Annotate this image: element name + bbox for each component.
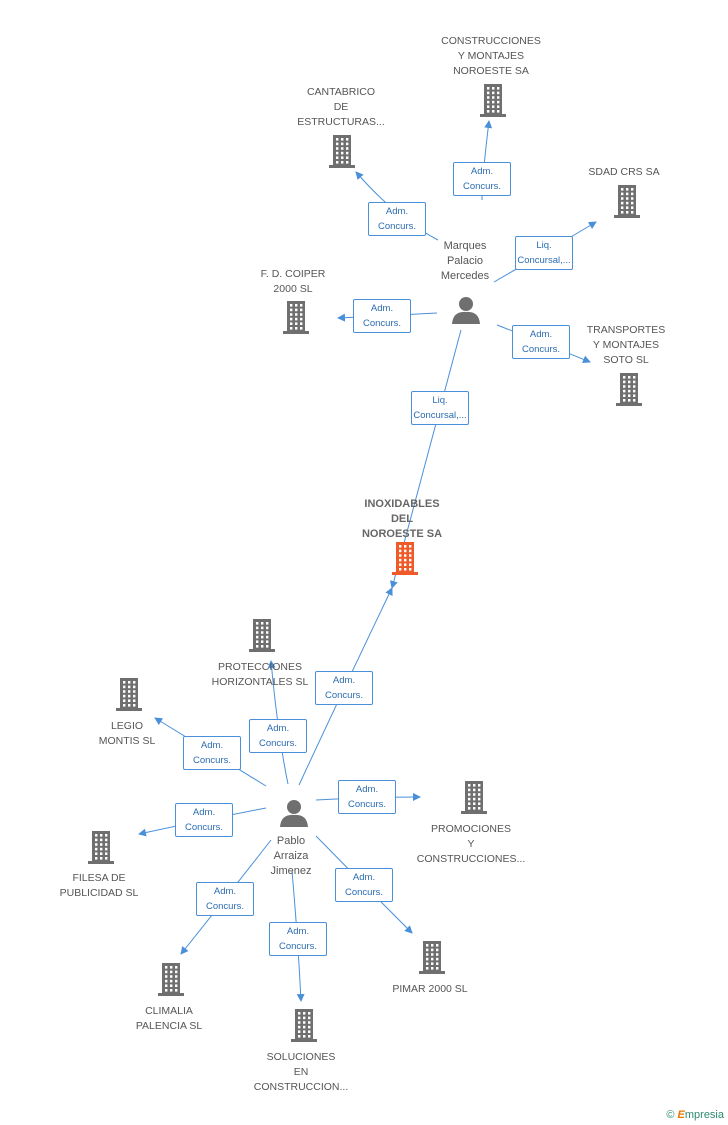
edge-label-marques-fd[interactable]: Adm. Concurs.	[353, 299, 411, 333]
node-label-filesa[interactable]: FILESA DE PUBLICIDAD SL	[59, 872, 139, 899]
edge-label-marques-cant[interactable]: Adm. Concurs.	[368, 202, 426, 236]
copyright-symbol: ©	[666, 1109, 675, 1121]
building-icon-promo[interactable]	[461, 781, 487, 814]
node-label-fd[interactable]: F. D. COIPER 2000 SL	[260, 268, 326, 295]
node-label-marques[interactable]: Marques Palacio Mercedes	[440, 240, 490, 282]
node-label-promo[interactable]: PROMOCIONES Y CONSTRUCCIONES...	[416, 823, 526, 865]
node-label-pablo[interactable]: Pablo Arraiza Jimenez	[270, 835, 312, 877]
building-icon-soluc[interactable]	[291, 1009, 317, 1042]
node-label-prot[interactable]: PROTECCIONES HORIZONTALES SL	[211, 661, 309, 688]
node-label-cant[interactable]: CANTABRICO DE ESTRUCTURAS...	[297, 86, 385, 128]
building-icon-pimar[interactable]	[419, 941, 445, 974]
node-label-clim[interactable]: CLIMALIA PALENCIA SL	[135, 1005, 203, 1032]
brand-logo-text: mpresia	[684, 1109, 724, 1121]
edge-label-marques-trans[interactable]: Adm. Concurs.	[512, 325, 570, 359]
node-label-soluc[interactable]: SOLUCIONES EN CONSTRUCCION...	[253, 1051, 349, 1093]
building-icon-clim[interactable]	[158, 963, 184, 996]
node-label-sdad[interactable]: SDAD CRS SA	[588, 166, 660, 178]
copyright-footer: © Empresia	[666, 1109, 724, 1121]
edge-label-pablo-prot[interactable]: Adm. Concurs.	[249, 719, 307, 753]
edge-label-marques-sdad[interactable]: Liq. Concursal,...	[515, 236, 573, 270]
edge-label-pablo-soluc[interactable]: Adm. Concurs.	[269, 922, 327, 956]
building-icon-trans[interactable]	[616, 373, 642, 406]
node-label-cym[interactable]: CONSTRUCCIONES Y MONTAJES NOROESTE SA	[441, 35, 541, 77]
building-icon-legio[interactable]	[116, 678, 142, 711]
building-icon-filesa[interactable]	[88, 831, 114, 864]
node-label-trans[interactable]: TRANSPORTES Y MONTAJES SOTO SL	[586, 324, 666, 366]
edge-label-pablo-clim[interactable]: Adm. Concurs.	[196, 882, 254, 916]
building-icon-prot[interactable]	[249, 619, 275, 652]
building-icon-inox[interactable]	[392, 542, 418, 575]
building-icon-cant[interactable]	[329, 135, 355, 168]
brand-logo-initial: E	[677, 1109, 685, 1121]
person-icon-marques[interactable]	[452, 297, 480, 324]
building-icon-sdad[interactable]	[614, 185, 640, 218]
edge-label-marques-inox[interactable]: Liq. Concursal,...	[411, 391, 469, 425]
node-label-pimar[interactable]: PIMAR 2000 SL	[392, 983, 468, 995]
building-icon-cym[interactable]	[480, 84, 506, 117]
edge-label-pablo-filesa[interactable]: Adm. Concurs.	[175, 803, 233, 837]
edge-label-marques-cym[interactable]: Adm. Concurs.	[453, 162, 511, 196]
edge-label-pablo-legio[interactable]: Adm. Concurs.	[183, 736, 241, 770]
node-label-legio[interactable]: LEGIO MONTIS SL	[98, 720, 156, 747]
edge-label-pablo-inox[interactable]: Adm. Concurs.	[315, 671, 373, 705]
edge-label-pablo-pimar[interactable]: Adm. Concurs.	[335, 868, 393, 902]
edge-label-pablo-promo[interactable]: Adm. Concurs.	[338, 780, 396, 814]
person-icon-pablo[interactable]	[280, 800, 308, 827]
building-icon-fd[interactable]	[283, 301, 309, 334]
node-label-inox[interactable]: INOXIDABLES DEL NOROESTE SA	[361, 498, 443, 540]
